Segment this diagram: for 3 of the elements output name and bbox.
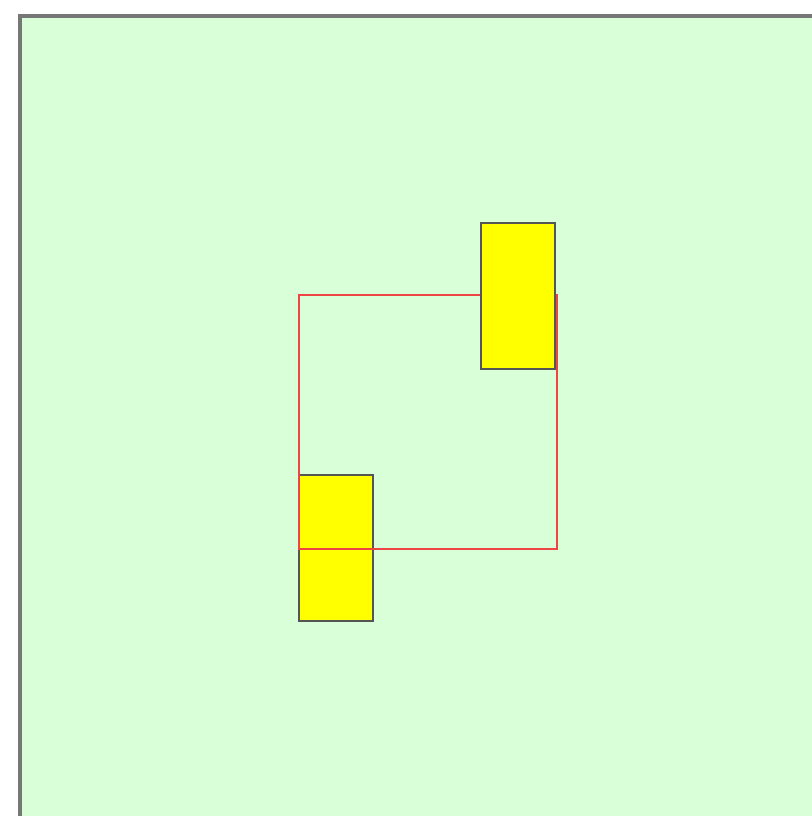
square-outline — [298, 294, 558, 550]
rectangle — [480, 222, 556, 370]
rectangle — [298, 474, 374, 622]
